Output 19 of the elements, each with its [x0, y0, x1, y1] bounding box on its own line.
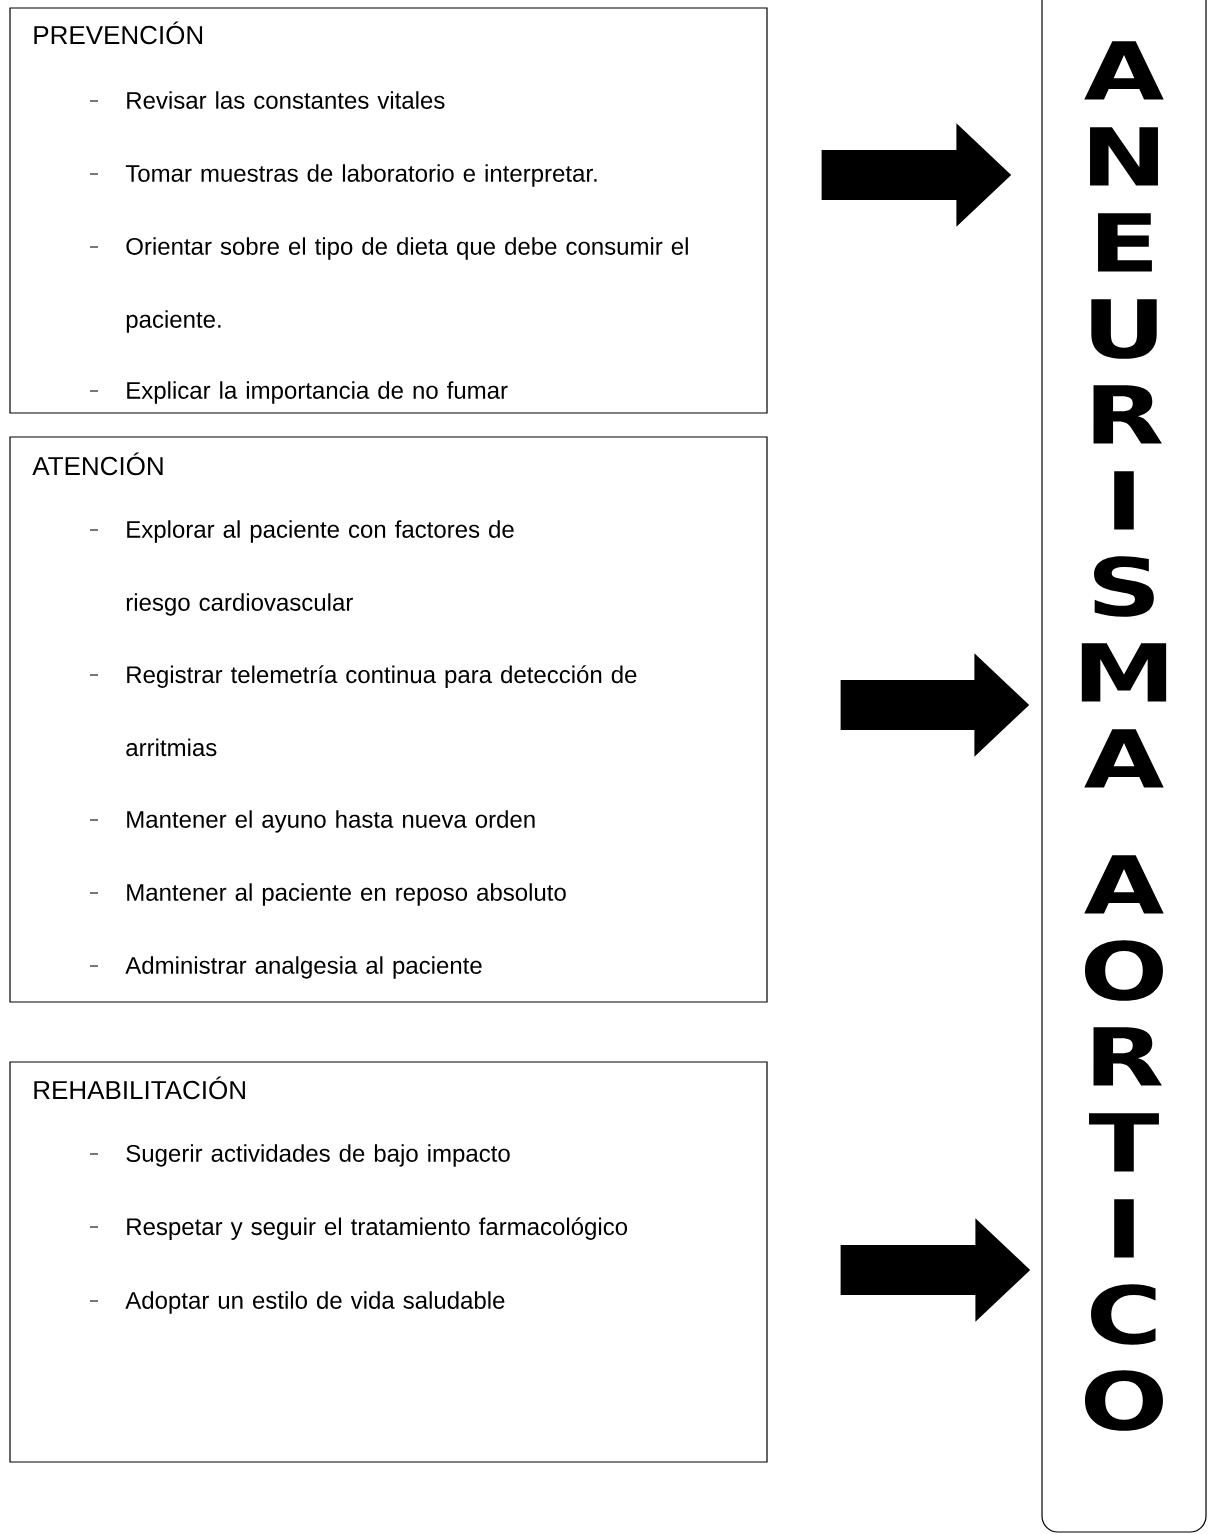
list-item: Tomar muestras de laboratorio e interpretar. — [125, 164, 597, 187]
vertical-text-box: ANEURISMA AORTICO — [1041, 0, 1207, 1533]
list-item: Adoptar un estilo de vida saludable — [125, 1291, 505, 1314]
list-box — [9, 436, 768, 1003]
list-item: Administrar analgesia al paciente — [125, 956, 482, 979]
list-box — [9, 1061, 768, 1463]
box-heading: ATENCIÓN — [32, 452, 163, 476]
list-item: Explorar al paciente con factores de riesgo cardiovascular — [126, 520, 514, 616]
box-heading: REHABILITACIÓN — [34, 1076, 245, 1100]
list-item: Registrar telemetría continua para detección de arritmias — [126, 665, 637, 757]
list-item: Sugerir actividades de bajo impacto — [126, 1144, 510, 1167]
box-heading: PREVENCIÓN — [34, 21, 203, 45]
list-item: Explicar la importancia de no fumar — [127, 381, 508, 404]
list-item: Orientar sobre el tipo de dieta que debe consumir el paciente. — [126, 237, 688, 333]
list-item: Revisar las constantes vitales — [127, 91, 445, 109]
list-item: Mantener el ayuno hasta nueva orden — [127, 810, 535, 833]
list-item: Mantener al paciente en reposo absoluto — [127, 883, 566, 906]
list-item: Respetar y seguir el tratamiento farmacológico — [127, 1217, 628, 1240]
list-box — [9, 7, 768, 414]
